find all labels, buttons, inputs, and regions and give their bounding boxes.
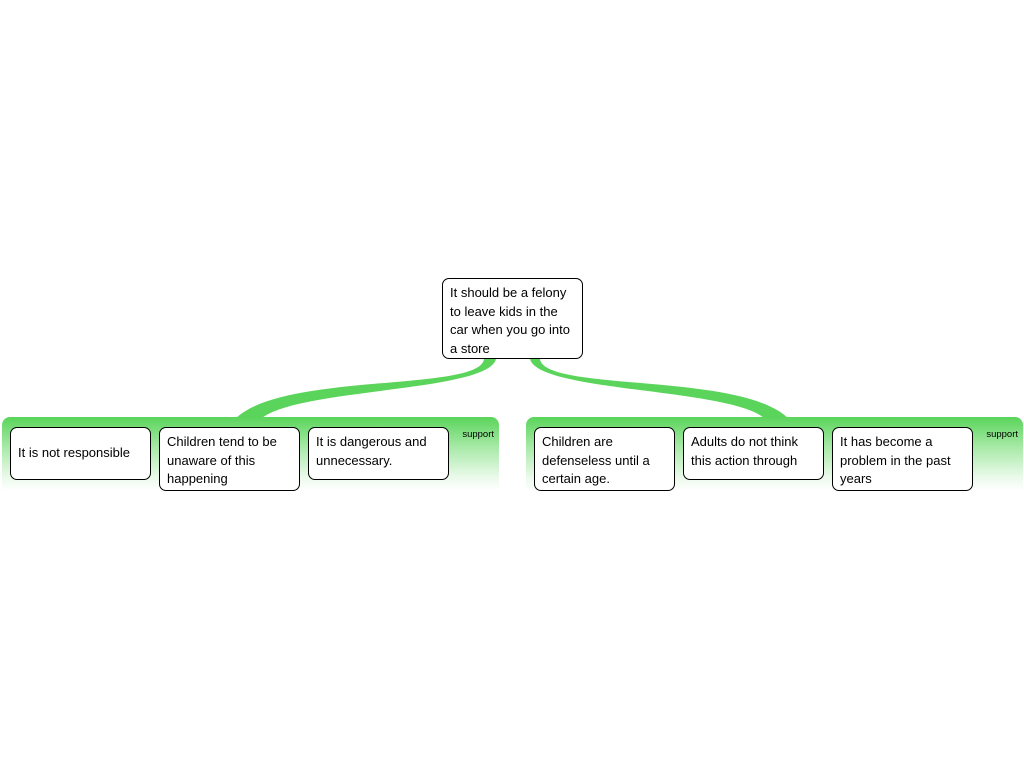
- connector-left: [236, 359, 496, 418]
- child-node-text: Children are defenseless until a certain…: [542, 434, 650, 486]
- group-label-left: support: [462, 429, 494, 440]
- child-node-dangerous[interactable]: It is dangerous and unnecessary.: [308, 427, 449, 480]
- child-node-text: Children tend to be unaware of this happ…: [167, 434, 277, 486]
- root-node[interactable]: It should be a felony to leave kids in t…: [442, 278, 583, 359]
- child-node-text: It is dangerous and unnecessary.: [316, 434, 427, 468]
- child-node-become-problem[interactable]: It has become a problem in the past year…: [832, 427, 973, 491]
- child-node-adults-do-not-think[interactable]: Adults do not think this action through: [683, 427, 824, 480]
- support-group-right: support Children are defenseless until a…: [526, 417, 1023, 491]
- child-node-children-unaware[interactable]: Children tend to be unaware of this happ…: [159, 427, 300, 491]
- root-node-text: It should be a felony to leave kids in t…: [450, 285, 570, 356]
- support-group-left: support It is not responsible Children t…: [2, 417, 499, 491]
- child-node-text: It has become a problem in the past year…: [840, 434, 951, 486]
- child-node-text: Adults do not think this action through: [691, 434, 798, 468]
- connector-right: [530, 359, 788, 418]
- child-node-not-responsible[interactable]: It is not responsible: [10, 427, 151, 480]
- child-node-defenseless[interactable]: Children are defenseless until a certain…: [534, 427, 675, 491]
- group-label-right: support: [986, 429, 1018, 440]
- child-node-text: It is not responsible: [18, 445, 131, 461]
